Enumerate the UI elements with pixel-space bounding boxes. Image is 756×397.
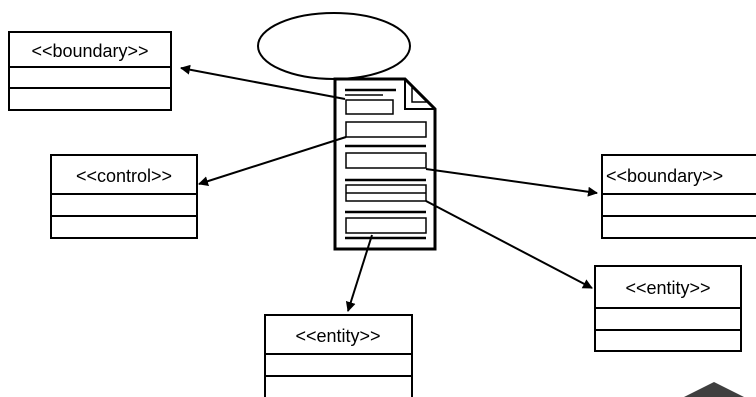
class-stereotype-label: <<entity>> xyxy=(625,278,710,298)
document-fold-corner xyxy=(404,79,435,110)
corner-triangle-shape xyxy=(684,382,744,397)
class-box xyxy=(8,31,172,111)
fold-corner-triangle xyxy=(411,85,429,103)
arrow-to-entity-bottom[interactable] xyxy=(345,234,373,312)
ellipse-shape[interactable] xyxy=(257,12,411,80)
arrow-to-control[interactable] xyxy=(198,136,347,187)
arrow-to-boundary-left[interactable] xyxy=(180,64,346,100)
arrow-to-boundary-right[interactable] xyxy=(425,168,598,197)
doc-field[interactable] xyxy=(345,152,427,169)
class-control[interactable]: <<control>> xyxy=(50,154,198,239)
doc-field[interactable] xyxy=(345,99,394,115)
class-box xyxy=(601,154,756,239)
document-form[interactable] xyxy=(333,77,437,251)
class-stereotype-label: <<control>> xyxy=(76,166,172,186)
class-stereotype-label: <<entity>> xyxy=(295,326,380,346)
class-boundary-right[interactable]: <<boundary>> xyxy=(601,154,756,239)
doc-field[interactable] xyxy=(345,121,427,138)
class-entity-right[interactable]: <<entity>> xyxy=(594,265,742,352)
arrow-to-entity-right[interactable] xyxy=(425,200,593,289)
doc-field[interactable] xyxy=(345,217,427,234)
class-boundary-left[interactable]: <<boundary>> xyxy=(8,31,172,111)
class-box xyxy=(264,314,413,397)
class-entity-bottom[interactable]: <<entity>> xyxy=(264,314,413,397)
class-stereotype-label: <<boundary>> xyxy=(31,41,148,61)
class-box xyxy=(50,154,198,239)
class-stereotype-label: <<boundary>> xyxy=(606,166,723,186)
